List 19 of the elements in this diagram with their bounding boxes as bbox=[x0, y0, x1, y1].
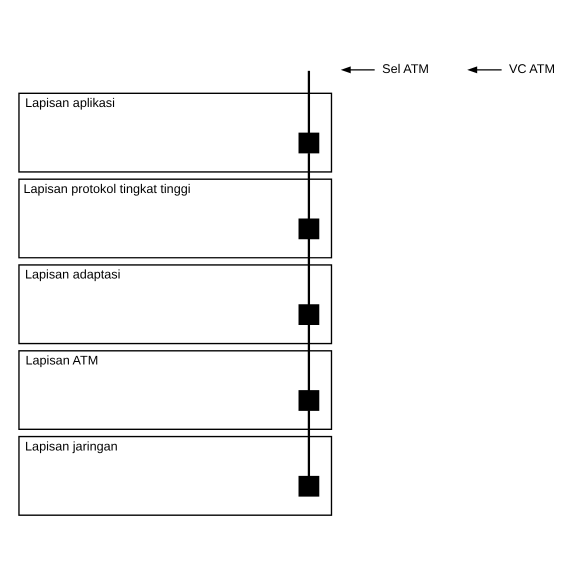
node-box bbox=[298, 304, 320, 326]
node-box bbox=[298, 132, 320, 154]
node-box bbox=[298, 218, 320, 240]
node-box bbox=[298, 476, 320, 497]
cluster: Lapisan adaptasi bbox=[18, 264, 332, 344]
connector bbox=[308, 410, 310, 476]
cluster: Lapisan ATM bbox=[18, 350, 332, 430]
node-box bbox=[298, 390, 320, 411]
connector bbox=[308, 153, 310, 219]
cluster: Lapisan jaringan bbox=[18, 436, 332, 516]
arrow bbox=[340, 66, 375, 74]
cluster: Lapisan aplikasi bbox=[18, 92, 332, 173]
connector bbox=[308, 70, 310, 134]
node-text: VC ATM bbox=[508, 62, 556, 76]
connector bbox=[308, 324, 310, 390]
connector bbox=[308, 239, 310, 305]
node-text: Sel ATM bbox=[382, 62, 429, 76]
cluster: Lapisan protokol tingkat tinggi bbox=[18, 178, 332, 258]
arrow bbox=[467, 66, 502, 74]
